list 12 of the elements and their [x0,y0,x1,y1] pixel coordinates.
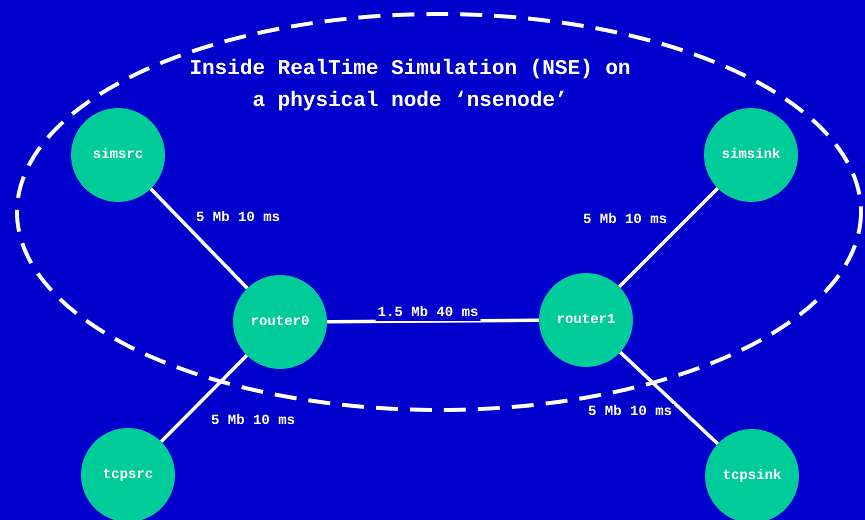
link-line [326,318,540,324]
node-label: simsrc [92,147,144,163]
node-label: tcpsink [722,468,782,484]
node-label: router1 [556,312,616,328]
link-line [149,188,249,290]
node-label: simsink [722,147,780,163]
node-label: router0 [250,314,310,330]
link-line [618,187,719,288]
node-label: tcpsrc [102,467,154,483]
link-line [160,354,248,443]
edge-label: 1.5 Mb 40 ms [376,305,480,321]
title-text: Inside RealTime Simulation (NSE) on a physical node ‘nsenode’ [188,57,632,115]
